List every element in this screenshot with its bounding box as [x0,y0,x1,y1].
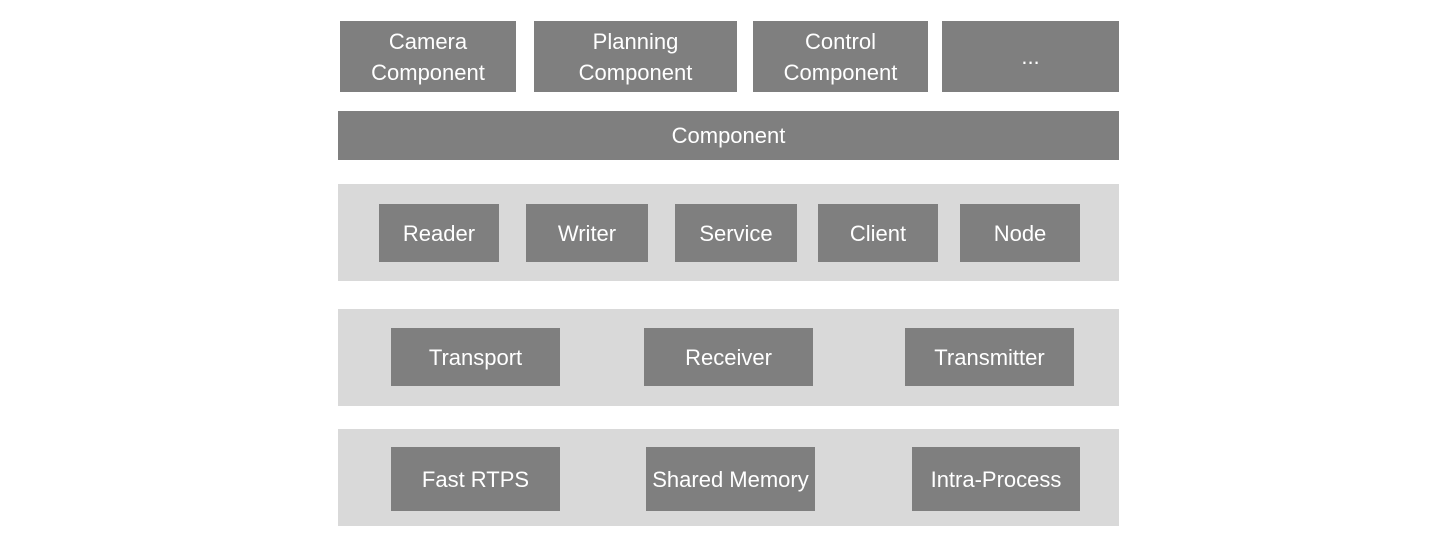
component-bar: Component [338,111,1119,160]
reader-box: Reader [379,204,499,262]
client-box: Client [818,204,938,262]
node-box: Node [960,204,1080,262]
transport-box: Transport [391,328,560,386]
planning-component-box: Planning Component [534,21,737,92]
transmitter-box: Transmitter [905,328,1074,386]
service-box: Service [675,204,797,262]
writer-box: Writer [526,204,648,262]
more-components-box: ... [942,21,1119,92]
camera-component-box: Camera Component [340,21,516,92]
shared-memory-box: Shared Memory [646,447,815,511]
intra-process-box: Intra-Process [912,447,1080,511]
fast-rtps-box: Fast RTPS [391,447,560,511]
control-component-box: Control Component [753,21,928,92]
receiver-box: Receiver [644,328,813,386]
